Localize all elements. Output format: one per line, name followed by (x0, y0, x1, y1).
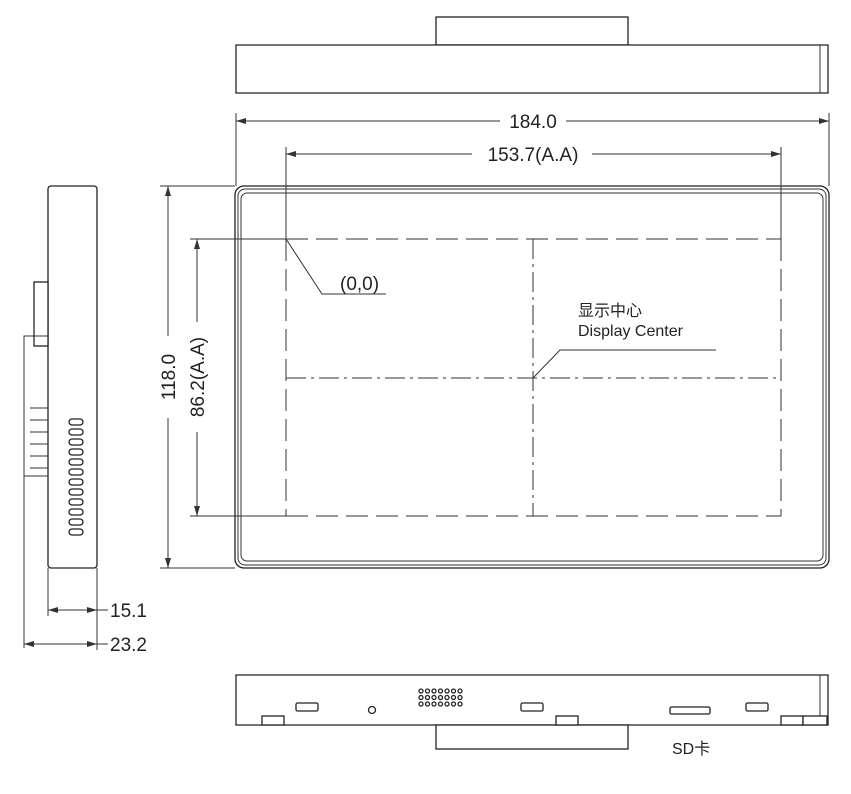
vent-hole (68, 478, 84, 486)
arrowhead (87, 641, 97, 647)
speaker-hole (457, 694, 463, 701)
arrowhead (48, 607, 58, 613)
speaker-hole (437, 688, 444, 694)
vent-hole (68, 418, 84, 426)
speaker-hole (457, 688, 463, 694)
overall-height-label: 118.0 (159, 354, 180, 400)
speaker-hole (437, 694, 444, 701)
arrowhead (236, 118, 246, 124)
speaker-hole (450, 701, 457, 707)
bottom-view-port (520, 702, 544, 712)
depth-body-label: 15.1 (110, 601, 147, 622)
origin-leader-line (285, 238, 386, 295)
bottom-view-port (745, 702, 769, 712)
arrowhead (24, 641, 34, 647)
bottom-view-indicator-hole (367, 705, 377, 715)
speaker-hole (444, 694, 450, 701)
bottom-view-foot (780, 715, 804, 726)
arrowhead (771, 151, 781, 157)
front-outer-bezel (234, 185, 830, 569)
vent-hole (68, 488, 84, 496)
side-view-bracket (33, 281, 49, 347)
bottom-view-mount-bracket (435, 724, 629, 750)
vent-hole (68, 448, 84, 456)
speaker-hole (457, 701, 463, 707)
speaker-hole (418, 688, 424, 694)
speaker-hole (444, 688, 450, 694)
overall-width-label: 184.0 (509, 112, 557, 133)
display-center-label-en: Display Center (578, 323, 684, 340)
speaker-hole (444, 701, 450, 707)
bottom-view-body (235, 674, 829, 726)
top-view (235, 16, 829, 94)
speaker-hole (418, 694, 424, 701)
side-view-body (47, 185, 98, 569)
speaker-hole (450, 688, 457, 694)
sd-card-slot (669, 706, 711, 715)
bottom-view-foot (555, 715, 579, 726)
speaker-hole (431, 688, 437, 694)
speaker-hole (424, 688, 431, 694)
speaker-hole (418, 701, 424, 707)
side-view: 15.1 23.2 (23, 185, 147, 656)
side-view-vent-holes (68, 418, 84, 536)
arrowhead (194, 506, 200, 516)
arrowhead (819, 118, 829, 124)
arrowhead (286, 151, 296, 157)
speaker-hole (431, 701, 437, 707)
speaker-hole (437, 701, 444, 707)
vent-hole (68, 468, 84, 476)
bottom-view-foot (261, 715, 285, 726)
vent-hole (68, 438, 84, 446)
sd-card-label: SD卡 (672, 740, 710, 758)
speaker-hole (424, 701, 431, 707)
depth-total-label: 23.2 (110, 635, 147, 656)
active-height-label: 86.2(A.A) (188, 337, 209, 417)
vent-hole (68, 498, 84, 506)
top-view-mount-bracket (435, 16, 629, 46)
speaker-hole (424, 694, 431, 701)
speaker-grille (418, 688, 463, 707)
active-width-label: 153.7(A.A) (488, 145, 579, 166)
arrowhead (165, 186, 171, 196)
vent-hole (68, 458, 84, 466)
arrowhead (165, 558, 171, 568)
vent-hole (68, 518, 84, 526)
arrowhead (194, 239, 200, 249)
bottom-view-port (295, 702, 319, 712)
speaker-hole (431, 694, 437, 701)
front-bezel-inner-edge (237, 188, 827, 566)
side-view-mount-profile (23, 335, 48, 648)
front-view: (0,0) 显示中心 Display Center 184.0 153.7(A.… (159, 112, 830, 569)
speaker-hole (450, 694, 457, 701)
vent-hole (68, 508, 84, 516)
bottom-view: SD卡 (235, 674, 829, 758)
vent-hole (68, 428, 84, 436)
display-center-label-cn: 显示中心 (578, 302, 642, 320)
front-glass-edge (240, 192, 824, 562)
origin-label: (0,0) (340, 274, 379, 295)
arrowhead (87, 607, 97, 613)
top-view-body (235, 44, 829, 94)
display-center-leader-line (532, 349, 716, 379)
bottom-view-foot (802, 715, 828, 726)
vent-hole (68, 528, 84, 536)
